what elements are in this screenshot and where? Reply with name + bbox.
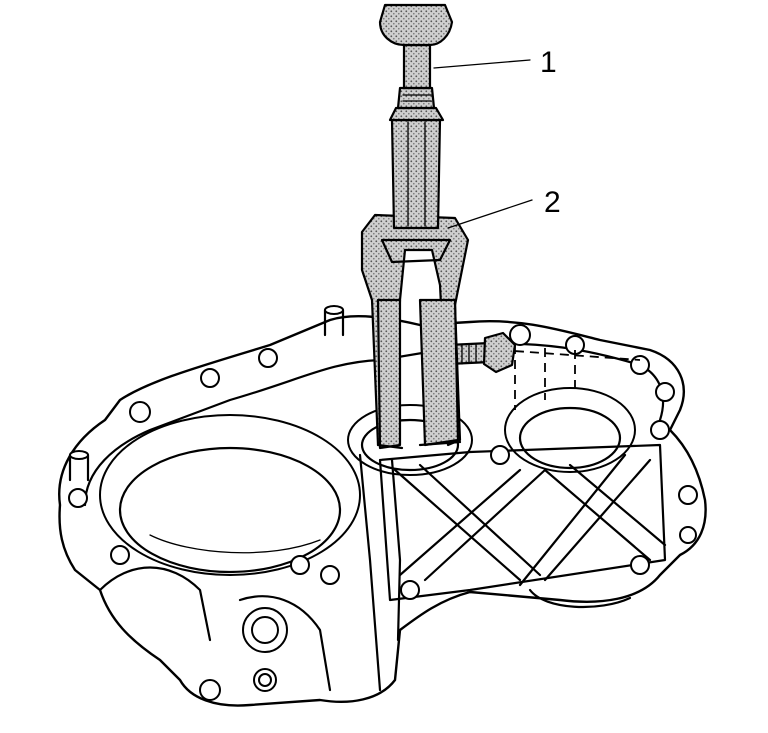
rib-brace-4 [423,468,547,582]
bolt-hole [68,488,88,508]
bolt-hole [679,526,697,544]
dowel-pin-top [324,305,344,315]
bolt-hole [199,679,221,701]
forcing-screw [378,3,454,230]
right-bore [504,387,636,473]
bolt-hole [400,580,420,600]
bolt-hole [258,673,272,687]
bolt-hole [655,382,675,402]
rib-brace-6 [568,463,667,547]
yoke-window [380,238,452,264]
bolt-hole [290,555,310,575]
leader-line-2 [447,199,533,229]
rib-brace-8 [518,453,627,587]
bolt-hole [110,545,130,565]
screw-groove [402,94,432,102]
screw-hex [388,106,445,122]
dowel-pin [68,453,90,482]
rib-brace-7 [543,458,652,582]
callout-1: 1 [433,46,557,79]
rib-brace-5 [543,468,652,562]
bolt-hole [251,616,279,644]
bolt-hole [678,485,698,505]
rib-panel [378,443,667,602]
puller-jaw-left [376,298,402,450]
screw-collar [396,86,436,110]
hidden-edge [499,349,641,361]
callout-2: 2 [447,186,561,229]
large-bore [99,414,361,576]
right-bore-inner [518,406,622,470]
jaw-tip [376,440,462,450]
rib-brace-2 [418,463,542,577]
callout-label-2: 2 [544,186,561,219]
rib-brace-3 [398,468,522,577]
puller-body [360,213,470,450]
bolt-hole [320,565,340,585]
leader-line-1 [433,59,531,69]
bolt-head [482,331,517,374]
dowel-pin [323,308,345,337]
bolt-hole [200,368,220,388]
screw-rod [402,43,432,90]
shaft-line [407,121,426,227]
bolt-hole [650,420,670,440]
large-bore-inner [118,446,342,574]
bore-shading [149,534,321,554]
puller-jaw-right [418,298,460,447]
rear-boss [528,588,632,609]
screw-shaft [390,118,442,230]
lower-rib-left [98,566,212,642]
screw-handle [378,3,454,47]
bolt-hole [129,401,151,423]
bolt-hole [509,324,531,346]
bearing-seat-inner [360,418,460,472]
bolt-hole [630,555,650,575]
bolt-hole [258,348,278,368]
dowel-pin-top [69,450,89,460]
bolt-hole [490,445,510,465]
center-web [358,453,382,692]
bolt-hole [630,355,650,375]
center-web-2 [390,458,402,642]
lower-rib-mid [238,595,332,692]
callout-label-1: 1 [540,46,557,79]
